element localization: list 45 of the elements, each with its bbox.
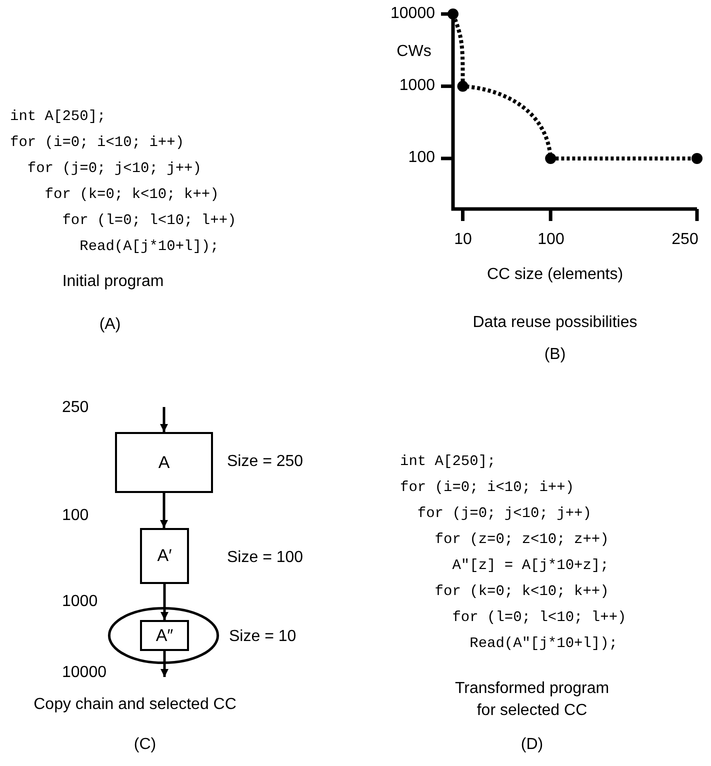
edge-label: 100 (62, 506, 89, 526)
tick-label: 100 (408, 148, 435, 168)
tick-label: 250 (672, 230, 698, 250)
array-box: A′ (140, 528, 189, 584)
size-note: Size = 100 (227, 548, 304, 568)
arrow (160, 407, 168, 432)
code-line: int A[250]; (400, 453, 496, 472)
code-line: for (k=0; k<10; k++) (434, 583, 609, 602)
caption: (A) (99, 315, 121, 335)
caption: Copy chain and selected CC (34, 695, 236, 715)
array-box: A″ (140, 620, 189, 651)
size-note: Size = 10 (229, 627, 296, 647)
code-line: for (l=0; l<10; l++) (451, 609, 626, 628)
code-line: A"[z] = A[j*10+z]; (451, 557, 609, 576)
tick-label: 10000 (390, 4, 435, 24)
code-line: Read(A[j*10+l]); (78, 238, 219, 257)
code-line: for (j=0; j<10; j++) (26, 160, 202, 179)
chart-title: Data reuse possibilities (472, 313, 638, 333)
code-line: for (j=0; j<10; j++) (416, 505, 592, 524)
axis-title: CC size (elements) (486, 265, 624, 285)
tick-label: 10 (454, 230, 472, 250)
edge-label: 250 (62, 398, 89, 418)
arrow (160, 493, 168, 528)
caption: (C) (134, 735, 156, 755)
arrow (160, 651, 168, 677)
code-line: for (l=0; l<10; l++) (61, 212, 236, 231)
arrow (160, 584, 168, 620)
caption: Initial program (62, 272, 164, 292)
caption: (D) (520, 735, 544, 755)
code-line: for (k=0; k<10; k++) (44, 186, 219, 205)
axis-title: CWs (396, 42, 432, 62)
code-line: for (i=0; i<10; i++) (10, 134, 184, 153)
size-note: Size = 250 (227, 452, 304, 472)
array-box: A (115, 432, 213, 493)
ellipse-outline (108, 607, 219, 664)
edge-label: 1000 (62, 592, 98, 612)
code-line: Read(A"[j*10+l]); (468, 635, 618, 654)
tick-label: 100 (538, 230, 564, 250)
caption: (B) (544, 345, 566, 365)
tick-label: 1000 (399, 76, 435, 96)
code-line: for (i=0; i<10; i++) (400, 479, 574, 498)
code-line: int A[250]; (10, 108, 106, 127)
code-line: for (z=0; z<10; z++) (434, 531, 609, 550)
edge-label: 10000 (62, 663, 106, 683)
caption: Transformed program for selected CC (454, 679, 610, 721)
